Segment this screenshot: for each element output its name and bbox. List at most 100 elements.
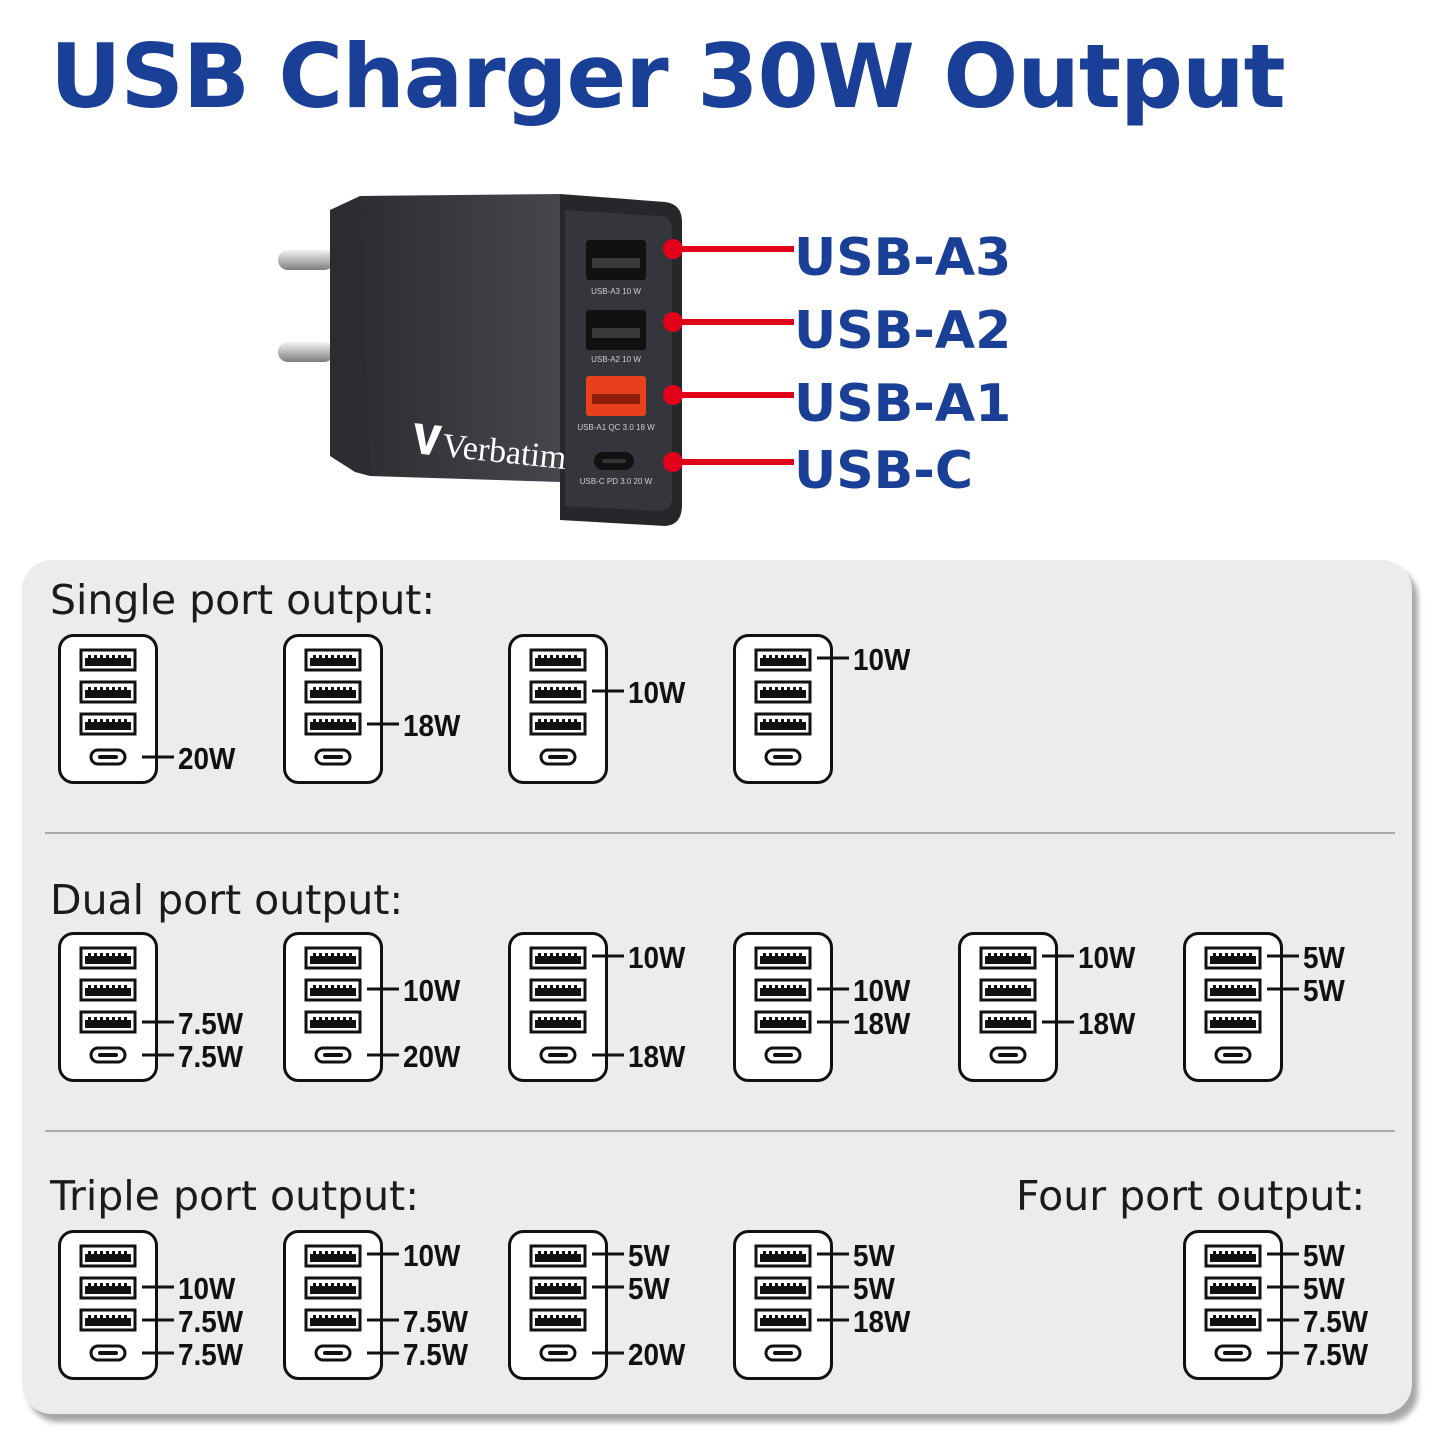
usb-a-port-icon — [754, 1010, 812, 1034]
charger-outline-icon — [508, 932, 624, 1082]
output-label-usb-a2: 5W — [1303, 1271, 1345, 1306]
output-label-usb-c: 7.5W — [403, 1337, 469, 1372]
usb-a-port-icon — [529, 978, 587, 1002]
usb-a-port-icon — [304, 648, 362, 672]
usb-a-port-icon — [529, 680, 587, 704]
section-title-triple: Triple port output: — [50, 1172, 420, 1220]
usb-a-port-icon — [79, 1276, 137, 1300]
output-label-usb-a3: 10W — [628, 940, 686, 975]
charger-outline-icon — [733, 634, 849, 784]
usb-a-port-icon — [79, 1244, 137, 1268]
charger-outline-icon — [733, 1230, 849, 1380]
charger-diagram: 10W 20W — [283, 932, 460, 1082]
label-usb-a3: USB-A3 — [794, 228, 1012, 288]
output-label-usb-a3: 10W — [403, 1238, 461, 1273]
label-usb-a1: USB-A1 — [794, 374, 1012, 434]
usb-a-port-icon — [754, 978, 812, 1002]
usb-a1-qc-port — [586, 376, 646, 416]
charger-diagram: 18W — [283, 634, 460, 784]
usb-a-port-icon — [79, 712, 137, 736]
usb-a-port-icon — [529, 1010, 587, 1034]
output-label-usb-a2: 5W — [1303, 973, 1345, 1008]
usb-a-port-icon — [304, 1010, 362, 1034]
usb-a-port-icon — [529, 1308, 587, 1332]
usb-a-port-icon — [754, 680, 812, 704]
output-label-usb-a2: 10W — [403, 973, 461, 1008]
usb-a-port-icon — [1204, 1276, 1262, 1300]
usb-a-port-icon — [79, 680, 137, 704]
page-title: USB Charger 30W Output — [50, 25, 1286, 128]
section-title-single: Single port output: — [50, 576, 436, 624]
output-label-usb-a2: 10W — [178, 1271, 236, 1306]
charger-outline-icon — [58, 932, 174, 1082]
charger-diagram: 10W — [733, 634, 910, 784]
label-usb-a2: USB-A2 — [794, 301, 1012, 361]
usb-a-port-icon — [529, 946, 587, 970]
usb-a-port-icon — [79, 1010, 137, 1034]
usb-a-port-icon — [304, 1276, 362, 1300]
charger-diagram: 20W — [58, 634, 235, 784]
output-configurations-panel — [22, 560, 1412, 1414]
engraving-a3: USB-A3 10 W — [591, 287, 641, 296]
label-usb-c: USB-C — [794, 441, 974, 501]
charger-outline-icon — [1183, 932, 1299, 1082]
charger-diagram: 10W 18W — [958, 932, 1135, 1082]
usb-a-port-icon — [1204, 1010, 1262, 1034]
usb-a-port-icon — [529, 648, 587, 672]
usb-a-port-icon — [979, 946, 1037, 970]
section-divider — [45, 1130, 1395, 1132]
usb-a-port-icon — [79, 648, 137, 672]
output-label-usb-a2: 10W — [853, 973, 911, 1008]
usb-a-port-icon — [529, 1244, 587, 1268]
usb-a-port-icon — [1204, 978, 1262, 1002]
engraving-c: USB-C PD 3.0 20 W — [580, 477, 653, 486]
output-label-usb-a1: 18W — [853, 1304, 911, 1339]
usb-a-port-icon — [304, 978, 362, 1002]
output-label-usb-c: 18W — [628, 1039, 686, 1074]
usb-a-port-icon — [79, 946, 137, 970]
port-connector-lines — [663, 239, 794, 472]
output-label-usb-a1: 7.5W — [178, 1006, 244, 1041]
usb-a-port-icon — [304, 1244, 362, 1268]
output-label-usb-c: 7.5W — [178, 1039, 244, 1074]
output-label-usb-a2: 5W — [628, 1271, 670, 1306]
output-label-usb-a1: 7.5W — [178, 1304, 244, 1339]
plug-pins — [278, 250, 334, 362]
usb-a-port-icon — [1204, 1308, 1262, 1332]
charger-outline-icon — [508, 634, 624, 784]
output-label-usb-c: 20W — [403, 1039, 461, 1074]
usb-a-port-icon — [754, 1308, 812, 1332]
output-label-usb-a3: 10W — [1078, 940, 1136, 975]
output-label-usb-a1: 18W — [1078, 1006, 1136, 1041]
charger-diagram: 10W 18W — [508, 932, 685, 1082]
charger-product-image: USB-A3 10 W USB-A2 10 W USB-A1 QC 3.0 18… — [260, 180, 1040, 540]
output-label-usb-a3: 5W — [628, 1238, 670, 1273]
usb-a-port-icon — [1204, 946, 1262, 970]
charger-outline-icon — [508, 1230, 624, 1380]
usb-a-port-icon — [304, 1308, 362, 1332]
usb-a-port-icon — [754, 648, 812, 672]
usb-a-port-icon — [754, 712, 812, 736]
output-label-usb-a3: 5W — [1303, 940, 1345, 975]
usb-a-port-icon — [304, 712, 362, 736]
output-label-usb-c: 20W — [178, 741, 236, 776]
usb-a-port-icon — [79, 978, 137, 1002]
usb-c-port — [594, 452, 634, 470]
usb-a-port-icon — [754, 946, 812, 970]
charger-outline-icon — [283, 634, 399, 784]
output-label-usb-a1: 18W — [403, 708, 461, 743]
output-label-usb-a1: 7.5W — [403, 1304, 469, 1339]
charger-illustration: USB-A3 10 W USB-A2 10 W USB-A1 QC 3.0 18… — [278, 194, 794, 526]
charger-outline-icon — [283, 932, 399, 1082]
charger-outline-icon — [58, 1230, 174, 1380]
engraving-a1: USB-A1 QC 3.0 18 W — [577, 423, 655, 432]
output-label-usb-a2: 10W — [628, 675, 686, 710]
usb-a-port-icon — [79, 1308, 137, 1332]
